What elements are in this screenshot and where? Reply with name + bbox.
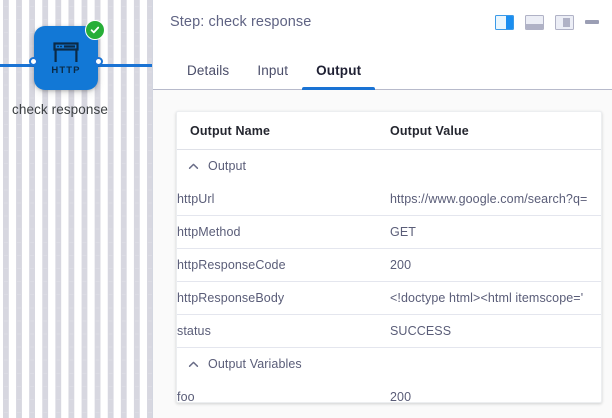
node-label: check response bbox=[12, 102, 108, 117]
table-group-row-output[interactable]: Output bbox=[177, 150, 601, 183]
output-name-cell: httpResponseCode bbox=[177, 248, 390, 282]
output-value-cell: <!doctype html><html itemscope=' bbox=[390, 281, 601, 315]
output-table-body: Output httpUrl https://www.google.com/se… bbox=[177, 150, 601, 403]
table-row[interactable]: httpMethod GET bbox=[177, 215, 601, 249]
table-row[interactable]: status SUCCESS bbox=[177, 314, 601, 348]
table-row[interactable]: httpResponseCode 200 bbox=[177, 248, 601, 282]
output-value-cell: https://www.google.com/search?q= bbox=[390, 182, 601, 216]
step-details-panel: Step: check response Details Input Outpu… bbox=[153, 0, 612, 418]
layout-right-icon[interactable] bbox=[495, 14, 514, 30]
output-table-card: Output Name Output Value Out bbox=[176, 111, 602, 403]
output-name-cell: status bbox=[177, 314, 390, 348]
output-value-cell: GET bbox=[390, 215, 601, 249]
node-type-label: HTTP bbox=[51, 65, 81, 77]
group-label: Output Variables bbox=[208, 357, 302, 372]
chevron-up-icon[interactable] bbox=[188, 359, 199, 370]
output-name-cell: httpUrl bbox=[177, 182, 390, 216]
minimize-icon[interactable] bbox=[585, 20, 599, 24]
output-value-cell: 200 bbox=[390, 390, 412, 403]
workflow-canvas[interactable]: HTTP check response bbox=[0, 0, 153, 418]
node-output-port[interactable] bbox=[94, 57, 103, 66]
http-icon bbox=[53, 42, 79, 63]
output-value-cell: 200 bbox=[390, 248, 601, 282]
workflow-node-check-response[interactable]: HTTP bbox=[29, 20, 105, 90]
table-row[interactable]: httpResponseBody <!doctype html><html it… bbox=[177, 281, 601, 315]
output-table-head: Output Name Output Value bbox=[177, 112, 601, 150]
table-header-row: Output Name Output Value bbox=[177, 112, 601, 150]
output-value-cell: SUCCESS bbox=[390, 314, 601, 348]
output-name-cell: foo bbox=[177, 390, 195, 403]
panel-header: Step: check response bbox=[153, 0, 612, 44]
group-label: Output bbox=[208, 159, 247, 174]
chevron-up-icon[interactable] bbox=[188, 161, 199, 172]
output-name-cell: httpMethod bbox=[177, 215, 390, 249]
panel-header-actions bbox=[495, 14, 606, 30]
tab-details[interactable]: Details bbox=[187, 63, 230, 78]
output-name-cell: httpResponseBody bbox=[177, 281, 390, 315]
group-cell: Output bbox=[177, 150, 601, 183]
table-row[interactable]: httpUrl https://www.google.com/search?q= bbox=[177, 182, 601, 216]
table-row[interactable]: foo 200 bbox=[177, 381, 601, 403]
layout-bottom-icon[interactable] bbox=[525, 14, 544, 30]
check-circle-icon bbox=[85, 20, 105, 40]
column-header-output-name: Output Name bbox=[177, 112, 390, 150]
tab-output[interactable]: Output bbox=[302, 63, 376, 90]
layout-inner-icon[interactable] bbox=[555, 14, 574, 30]
panel-body: Output Name Output Value Out bbox=[153, 90, 612, 418]
node-input-port[interactable] bbox=[29, 57, 38, 66]
column-header-output-value: Output Value bbox=[390, 112, 601, 150]
group-cell: Output Variables bbox=[177, 348, 601, 381]
tab-input[interactable]: Input bbox=[257, 63, 289, 78]
page-title: Step: check response bbox=[170, 14, 312, 30]
output-table: Output Name Output Value Out bbox=[177, 112, 601, 403]
table-group-row-output-variables[interactable]: Output Variables bbox=[177, 348, 601, 381]
panel-tabs: Details Input Output bbox=[153, 44, 612, 90]
